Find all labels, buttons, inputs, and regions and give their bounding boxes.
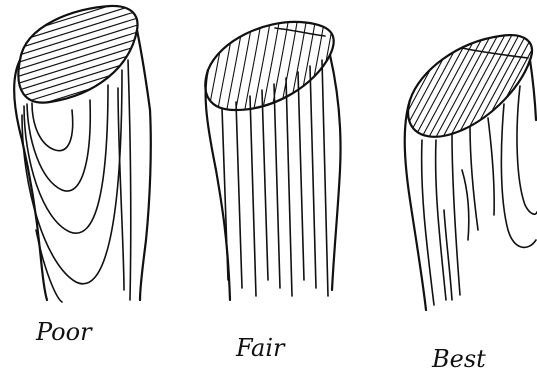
poor-body-outline (14, 60, 47, 300)
hatch-line (198, 10, 218, 120)
hatch-line (338, 20, 408, 150)
poor-grain-stake (0, 0, 160, 302)
fair-body-outline-right (330, 55, 341, 290)
caption-best: Best (431, 345, 486, 373)
hatch-line (331, 20, 401, 150)
poor-end-face-outline (18, 6, 137, 103)
hatch-line (297, 10, 317, 120)
hatch-line (464, 20, 534, 150)
hatch-line (243, 10, 263, 120)
best-body-outline-right (530, 60, 536, 120)
hatch-line (415, 20, 485, 150)
hatch-line (0, 0, 160, 47)
fair-side-grain (222, 60, 328, 296)
hatch-line (225, 10, 245, 120)
poor-end-grain-hatching (0, 0, 160, 159)
grain-line (222, 108, 228, 280)
hatch-line (0, 32, 160, 82)
grain-line (274, 84, 280, 288)
grain-line (310, 66, 316, 288)
hatch-line (0, 18, 160, 68)
fair-grain-stake (180, 10, 344, 300)
hatch-line (352, 20, 422, 150)
hatch-line (429, 20, 499, 150)
fair-body-outline-left (206, 70, 230, 300)
caption-poor: Poor (35, 318, 93, 346)
grain-line (262, 90, 268, 280)
hatch-line (216, 10, 236, 120)
hatch-line (485, 20, 537, 150)
grain-line (322, 60, 328, 296)
fair-face-split-line (275, 28, 325, 36)
hatch-line (180, 10, 200, 120)
hatch-line (436, 20, 506, 150)
grain-line (298, 72, 304, 280)
best-grain-stake (310, 20, 537, 310)
hatch-line (310, 20, 380, 150)
hatch-line (317, 20, 387, 150)
grain-line (286, 78, 292, 296)
hatch-line (324, 10, 344, 120)
grain-line (236, 102, 242, 288)
caption-fair: Fair (235, 334, 286, 362)
poor-body-outline-right (137, 30, 151, 300)
hatch-line (279, 10, 299, 120)
grain-line (250, 96, 256, 296)
hatch-line (288, 10, 308, 120)
